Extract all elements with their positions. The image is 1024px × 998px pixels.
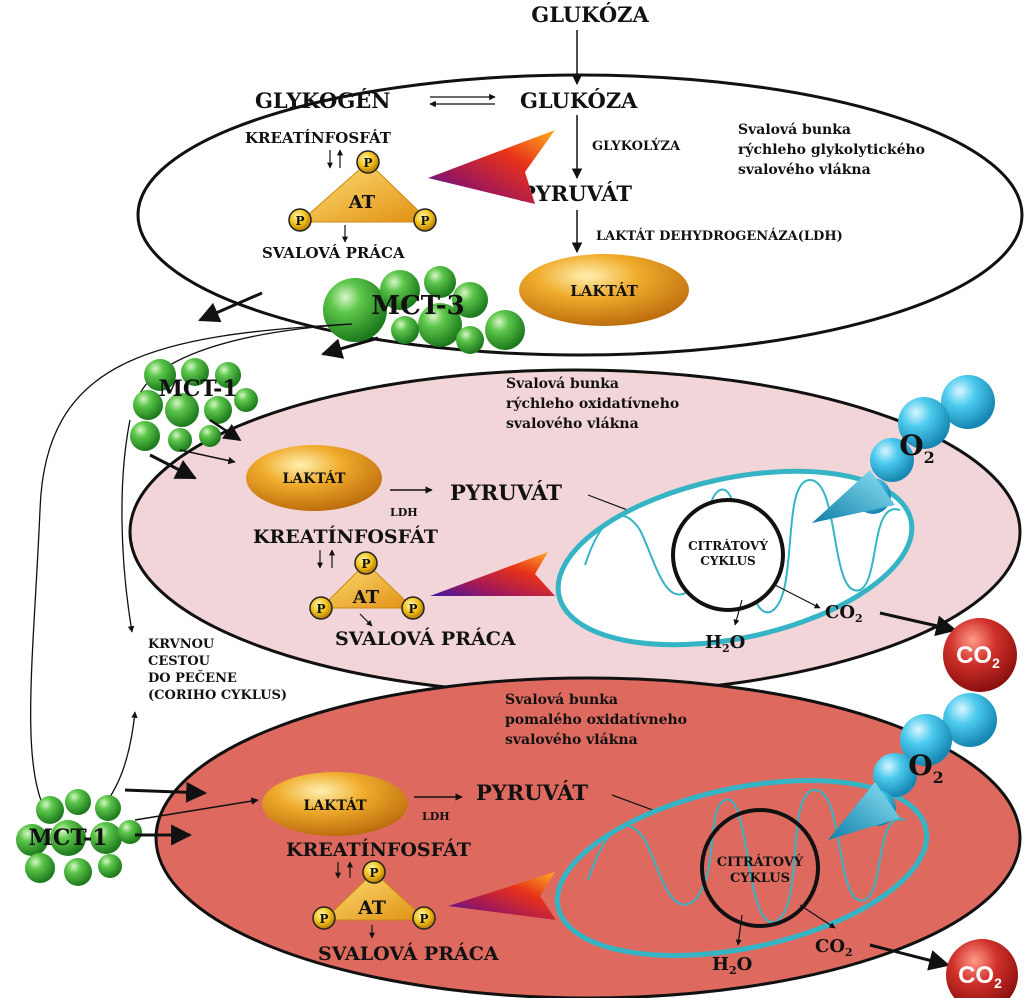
lactate-blob-bottom: LAKTÁT [262, 772, 408, 836]
cell-label-bottom: Svalová bunka pomalého oxidatívneho sval… [505, 692, 687, 748]
svg-text:svalového vlákna: svalového vlákna [738, 162, 871, 178]
svg-text:rýchleho glykolytického: rýchleho glykolytického [738, 141, 925, 158]
water-arrow-middle [733, 599, 743, 626]
water-label-middle: H2O [705, 632, 745, 655]
energy-wedge-top [428, 130, 555, 204]
work-label-middle: SVALOVÁ PRÁCA [335, 627, 516, 650]
svg-text:CO2: CO2 [956, 642, 1000, 671]
svg-text:LAKTÁT: LAKTÁT [303, 796, 367, 814]
svg-text:LAKTÁT: LAKTÁT [570, 282, 638, 300]
efflux-arrow-mct3 [320, 336, 379, 359]
glycogen-label: GLYKOGÉN [255, 88, 390, 113]
energy-wedge-middle [430, 552, 555, 596]
svg-text:Svalová bunka: Svalová bunka [738, 122, 851, 138]
svg-text:CYKLUS: CYKLUS [700, 554, 755, 568]
water-label-bottom: H2O [712, 954, 752, 977]
glycolysis-label: GLYKOLÝZA [592, 138, 681, 154]
svg-text:svalového vlákna: svalového vlákna [505, 732, 638, 748]
mct1-transporter-bottom: MCT-1 [16, 789, 142, 886]
oxygen-chain-bottom: O2 [828, 693, 997, 840]
co2-arrow-bottom [799, 904, 836, 929]
svg-text:P: P [319, 912, 328, 926]
svg-text:AT: AT [348, 192, 376, 213]
co2-arrow-middle [774, 584, 821, 609]
svg-text:DO PEČENE: DO PEČENE [148, 669, 237, 686]
lactate-blob-top: LAKTÁT [519, 254, 689, 326]
co2-ball-bottom: CO2 [946, 939, 1018, 998]
svg-text:rýchleho oxidatívneho: rýchleho oxidatívneho [506, 395, 679, 412]
energy-wedge-bottom [448, 872, 556, 920]
svg-text:svalového vlákna: svalového vlákna [506, 416, 639, 432]
svg-text:KRVNOU: KRVNOU [148, 637, 215, 652]
mct1-transporter-middle: MCT-1 [130, 358, 258, 452]
work-label-bottom: SVALOVÁ PRÁCA [318, 942, 499, 965]
creatine-label-bottom: KREATÍNFOSFÁT [286, 838, 471, 861]
svg-text:MCT-1: MCT-1 [158, 376, 237, 402]
uptake-arrow-middle-1 [209, 418, 242, 442]
svg-text:O2: O2 [908, 749, 944, 787]
pyruvate-label-bottom: PYRUVÁT [476, 780, 588, 805]
uptake-arrow-middle-3 [149, 453, 197, 480]
svg-text:(CORIHO CYKLUS): (CORIHO CYKLUS) [148, 688, 287, 703]
blood-route-arrow [121, 419, 135, 633]
co2-exit-arrow-bottom [869, 943, 951, 971]
pyruvate-label-middle: PYRUVÁT [450, 480, 562, 505]
svg-text:P: P [369, 866, 378, 880]
svg-text:MCT-3: MCT-3 [371, 291, 464, 321]
svg-text:AT: AT [357, 897, 386, 919]
pyruvate-label-top: PYRUVÁT [520, 181, 632, 206]
circulation-line [30, 323, 353, 811]
glucose-label: GLUKÓZA [520, 88, 638, 113]
citric-cycle-label-bottom: CITRÁTOVÝ [717, 854, 804, 870]
co2-label-middle: CO2 [825, 602, 863, 625]
atp-cycle-top: KREATÍNFOSFÁT AT P P P SVALOVÁ PRÁCA [245, 129, 437, 262]
oxygen-chain-middle: O2 [812, 375, 995, 523]
svg-text:P: P [408, 602, 417, 616]
lactate-blob-middle: LAKTÁT [246, 445, 382, 511]
svg-text:Svalová bunka: Svalová bunka [505, 692, 618, 708]
svg-text:P: P [363, 156, 372, 170]
svg-text:Svalová bunka: Svalová bunka [506, 376, 619, 392]
svg-text:O2: O2 [899, 429, 935, 467]
atp-cycle-middle: KREATÍNFOSFÁT AT P P P SVALOVÁ PRÁCA [253, 525, 516, 650]
svg-text:CYKLUS: CYKLUS [730, 871, 790, 886]
svg-text:CESTOU: CESTOU [148, 654, 211, 669]
uptake-arrow-bottom-2 [134, 797, 259, 821]
mitochondrion-bottom: CITRÁTOVÝ CYKLUS [554, 778, 930, 958]
atp-cycle-bottom: KREATÍNFOSFÁT AT P P P SVALOVÁ PRÁCA [286, 838, 499, 965]
svg-text:pomalého oxidatívneho: pomalého oxidatívneho [505, 712, 687, 728]
svg-text:MCT-1: MCT-1 [28, 825, 107, 851]
citric-cycle-label-middle: CITRÁTOVÝ [688, 538, 768, 553]
svg-text:P: P [295, 214, 304, 228]
svg-text:P: P [316, 602, 325, 616]
svg-text:CO2: CO2 [958, 962, 1002, 991]
svg-text:P: P [420, 214, 429, 228]
svg-text:P: P [419, 912, 428, 926]
ldh-label-bottom: LDH [422, 810, 450, 823]
creatine-label-middle: KREATÍNFOSFÁT [253, 525, 438, 548]
ldh-label-middle: LDH [390, 506, 418, 519]
svg-text:P: P [361, 557, 370, 571]
svg-text:AT: AT [352, 587, 380, 608]
work-label-top: SVALOVÁ PRÁCA [262, 244, 405, 262]
ldh-label-top: LAKTÁT DEHYDROGENÁZA(LDH) [596, 228, 843, 244]
efflux-arrow-left [198, 291, 263, 323]
blood-route-label: KRVNOU CESTOU DO PEČENE (CORIHO CYKLUS) [148, 637, 287, 703]
co2-label-bottom: CO2 [815, 936, 853, 959]
glucose-input-label: GLUKÓZA [531, 2, 649, 27]
uptake-arrow-middle-2 [179, 449, 236, 465]
uptake-arrow-bottom-1 [124, 781, 208, 803]
co2-ball-middle: CO2 [943, 618, 1017, 692]
water-arrow-bottom [735, 914, 743, 946]
co2-exit-arrow-middle [879, 611, 958, 637]
svg-text:LAKTÁT: LAKTÁT [282, 469, 346, 487]
cell-label-middle: Svalová bunka rýchleho oxidatívneho sval… [506, 376, 679, 432]
cell-label-top: Svalová bunka rýchleho glykolytického sv… [738, 122, 925, 178]
mct3-transporter: MCT-3 [323, 266, 525, 354]
creatine-label-top: KREATÍNFOSFÁT [245, 129, 392, 147]
